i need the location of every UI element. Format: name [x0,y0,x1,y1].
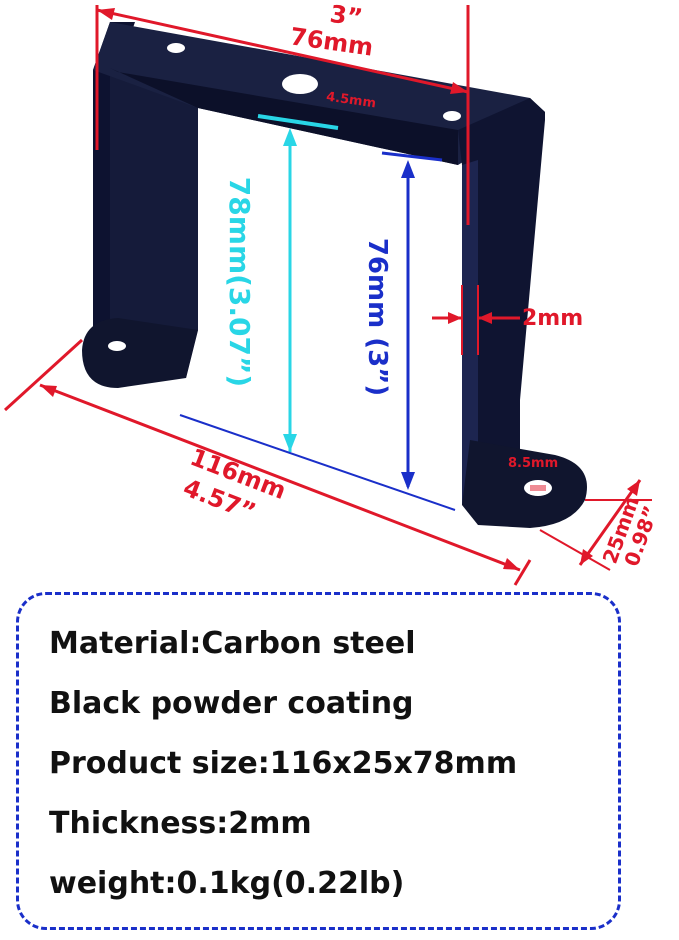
spec-material: Material:Carbon steel [49,626,416,661]
arrowhead [283,434,297,452]
spec-thickness: Thickness:2mm [49,806,312,841]
top-hole-small-left [167,43,185,53]
right-leg [458,98,545,510]
blue-dimension [179,151,456,511]
length-ext-right [513,559,532,586]
left-leg [110,68,198,378]
red-dimension-lines [3,5,652,586]
top-hole-large [282,74,318,94]
arrowhead [448,312,462,324]
blue-ext-top [381,151,443,162]
bracket [82,22,587,528]
left-foot [82,318,198,388]
thickness-label: 2mm [522,306,584,331]
foot-hole-label: 8.5mm [508,456,559,471]
product-diagram: 3” 76mm 4.5mm 78mm(3.07”) 76mm (3”) 2mm … [3,0,663,586]
inner-height-label: 78mm(3.07”) [223,176,257,388]
arrowhead [40,385,57,397]
spec-size: Product size:116x25x78mm [49,746,518,781]
arrowhead [503,558,520,570]
arrowhead [627,480,640,496]
left-foot-hole [108,341,126,351]
top-plate-front [110,68,458,165]
spec-coating: Black powder coating [49,686,414,721]
cyan-ext-top [257,114,339,130]
width-dim-line [96,8,469,94]
arrowhead [580,549,593,565]
arrowhead [401,160,415,178]
arrowhead [97,8,115,20]
right-leg-edge [462,160,478,505]
top-hole-small-right [443,111,461,121]
outer-height-label: 76mm (3”) [362,237,393,397]
arrowhead [478,312,492,324]
arrowhead [450,82,468,94]
width-inch-label: 3” [328,0,365,33]
arrowhead [283,128,297,146]
foot-width-dim [578,479,642,566]
arrowhead [401,472,415,490]
length-ext-left [3,338,84,412]
bracket-illustration [3,5,652,586]
foot-ext-bottom [539,529,611,571]
length-dim-line [39,383,521,572]
blue-ext-bottom [179,414,456,511]
red-arrowheads [40,8,640,570]
right-foot [462,440,587,528]
cyan-dimension [257,114,339,452]
spec-weight: weight:0.1kg(0.22lb) [49,866,405,901]
foot-hole-marker [530,485,546,491]
spec-box: Material:Carbon steel Black powder coati… [16,592,621,930]
